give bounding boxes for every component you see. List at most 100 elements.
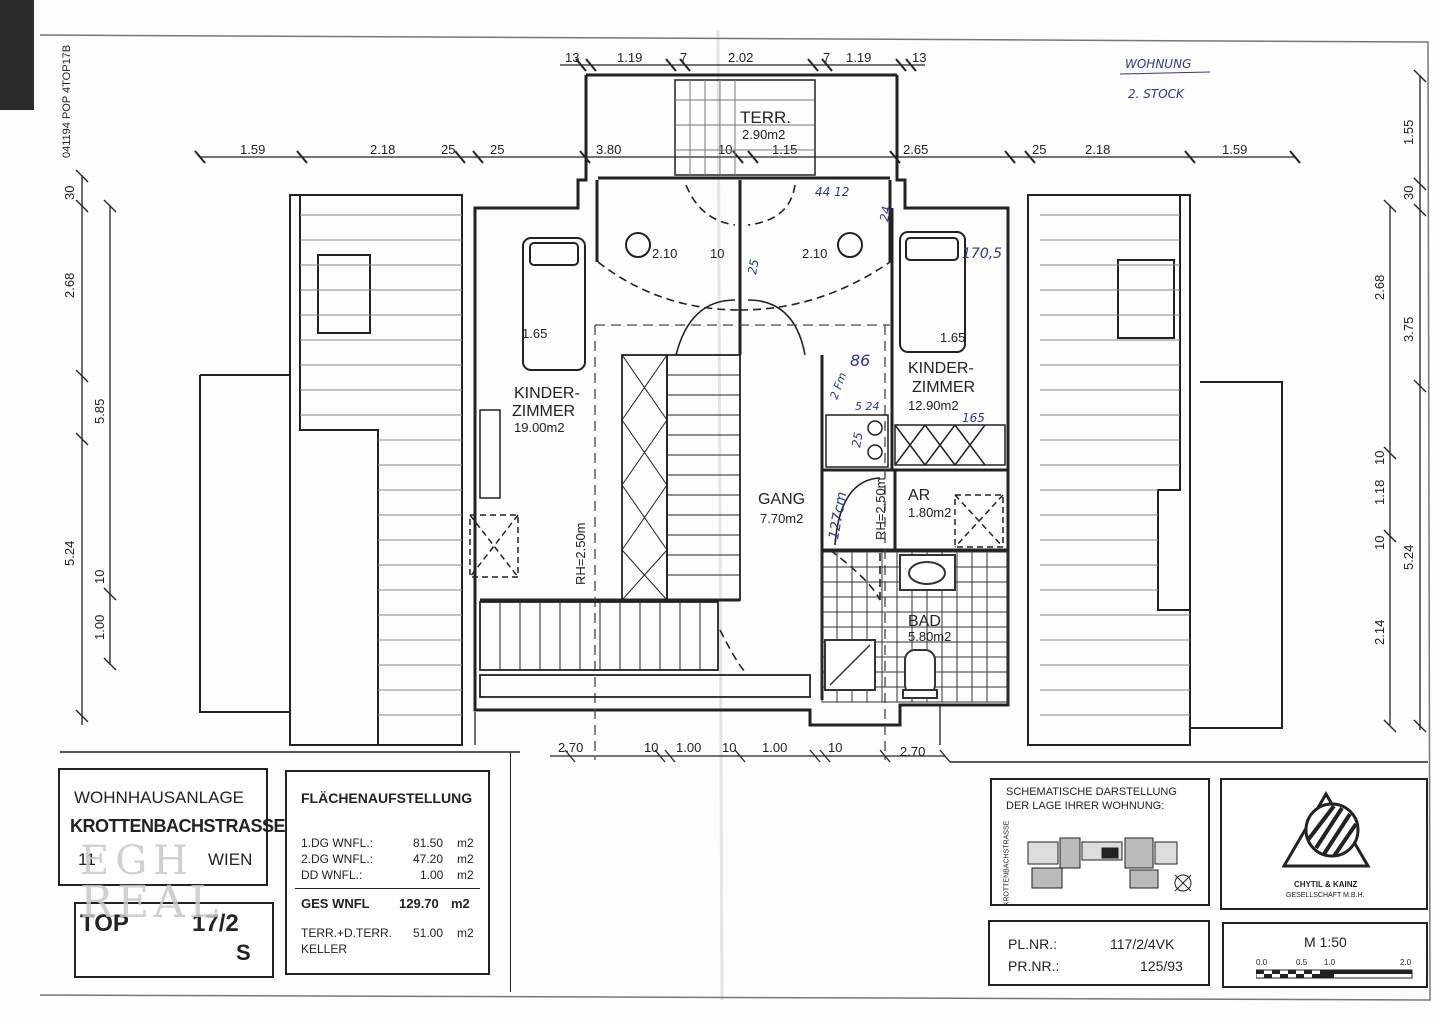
- svg-text:5.24: 5.24: [62, 541, 77, 566]
- svg-text:RH=2.50m: RH=2.50m: [873, 478, 888, 541]
- dim-label: 13: [912, 50, 926, 65]
- room-name-kinderzimmer-1b: ZIMMER: [512, 403, 575, 420]
- title-block: WOHNHAUSANLAGE KROTTENBACHSTRASSE 11 WIE…: [58, 768, 286, 886]
- svg-text:30: 30: [1401, 186, 1416, 200]
- bathroom-tiles: [821, 551, 1009, 703]
- room-name-bad: BAD: [908, 613, 941, 630]
- firm-name: CHYTIL & KAINZ: [1294, 880, 1358, 889]
- area-row-2-unit: m2: [457, 852, 474, 866]
- room-area-kinderzimmer-2: 12.90m2: [908, 398, 959, 413]
- area-table: FLÄCHENAUFSTELLUNG 1.DG WNFL.: 81.50 m2 …: [285, 770, 490, 975]
- title-line-2: KROTTENBACHSTRASSE: [70, 816, 286, 836]
- svg-text:24: 24: [877, 205, 893, 222]
- svg-text:10: 10: [722, 740, 736, 755]
- svg-text:10: 10: [1372, 536, 1387, 550]
- svg-text:10: 10: [92, 570, 107, 584]
- area-row-3-unit: m2: [457, 868, 474, 882]
- svg-text:44 12: 44 12: [815, 185, 849, 199]
- plan-number-box: PL.NR.: 117/2/4VK PR.NR.: 125/93: [988, 920, 1210, 986]
- room-name-ar: AR: [908, 487, 930, 504]
- dim-label: 2.18: [370, 142, 395, 157]
- area-total-unit: m2: [451, 896, 470, 911]
- top-label: TOP: [80, 910, 129, 937]
- firm-logo-box: CHYTIL & KAINZ GESELLSCHAFT M.B.H.: [1220, 778, 1428, 910]
- dim-label: 13: [565, 50, 579, 65]
- room-area-kinderzimmer-1: 19.00m2: [514, 420, 565, 435]
- pr-nr-value: 125/93: [1140, 958, 1183, 974]
- scale-tick-0: 0.0: [1256, 958, 1268, 967]
- svg-text:10: 10: [644, 740, 658, 755]
- room-area-terrace: 2.90m2: [742, 127, 785, 142]
- svg-text:1.00: 1.00: [762, 740, 787, 755]
- svg-text:1.00: 1.00: [676, 740, 701, 755]
- dim-label: 1.59: [240, 142, 265, 157]
- area-extra-1-label: TERR.+D.TERR.: [301, 926, 393, 940]
- scale-tick-3: 2.0: [1400, 958, 1412, 967]
- dim-label: 1.19: [846, 50, 871, 65]
- scale-tick-1: 0.5: [1296, 958, 1308, 967]
- svg-text:WOHNUNG: WOHNUNG: [1125, 57, 1191, 71]
- dim-label: 25: [1032, 142, 1046, 157]
- scale-tick-2: 1.0: [1324, 958, 1336, 967]
- svg-text:3.75: 3.75: [1401, 317, 1416, 342]
- area-extra-2-label: KELLER: [301, 942, 348, 956]
- svg-text:2. STOCK: 2. STOCK: [1128, 87, 1185, 101]
- area-extra-1-unit: m2: [457, 926, 474, 940]
- dashed-guides: [594, 324, 890, 760]
- svg-text:86: 86: [850, 351, 870, 370]
- dimension-labels-interior: 2.10 10 2.10 1.65 1.65 RH=2.50m RH=2.50m: [522, 246, 965, 585]
- dim-label: 1.19: [617, 50, 642, 65]
- pl-nr-value: 117/2/4VK: [1110, 936, 1175, 952]
- area-total-label: GES WNFL: [301, 896, 370, 911]
- svg-text:165: 165: [962, 411, 985, 425]
- dim-label: 7: [680, 50, 687, 65]
- svg-text:2.68: 2.68: [1372, 275, 1387, 300]
- area-row-1-label: 1.DG WNFL.:: [301, 836, 374, 850]
- dimension-labels-right: 1.55 30 2.68 3.75 10 1.18 10 5.24 2.14: [1372, 120, 1416, 645]
- svg-text:1.65: 1.65: [522, 326, 547, 341]
- svg-text:1.00: 1.00: [92, 615, 107, 640]
- dimension-labels-bottom: 2.70 10 1.00 10 1.00 10 2.70: [558, 740, 925, 759]
- document-code: 041194 POP 4TOP17B: [61, 45, 73, 158]
- top-suffix: S: [236, 940, 251, 965]
- area-row-3-value: 1.00: [420, 868, 444, 882]
- title-line-1: WOHNHAUSANLAGE: [74, 788, 245, 807]
- watermark: EGH REAL: [80, 838, 222, 925]
- blank-panel: [510, 752, 951, 992]
- svg-text:10: 10: [828, 740, 842, 755]
- area-row-3-label: DD WNFL.:: [301, 868, 363, 882]
- watermark-line-1: EGH: [80, 838, 195, 884]
- svg-text:RH=2.50m: RH=2.50m: [573, 523, 588, 586]
- schematic-title-2: DER LAGE IHRER WOHNUNG:: [1006, 800, 1165, 812]
- room-area-bad: 5.80m2: [908, 629, 951, 644]
- svg-text:30: 30: [62, 186, 77, 200]
- room-name-gang: GANG: [758, 491, 805, 508]
- svg-text:2.70: 2.70: [900, 744, 925, 759]
- svg-text:1.18: 1.18: [1372, 480, 1387, 505]
- handwritten-annotations: WOHNUNG 2. STOCK 44 12 24 170,5 25 86 2 …: [745, 57, 1211, 541]
- svg-text:5.85: 5.85: [92, 399, 107, 424]
- schematic-street-label: KROTTENBACHSTRASSE: [1003, 820, 1011, 907]
- pr-nr-label: PR.NR.:: [1008, 958, 1060, 974]
- svg-text:2.14: 2.14: [1372, 620, 1387, 645]
- pl-nr-label: PL.NR.:: [1008, 936, 1058, 952]
- dimension-lines-top: [194, 58, 1301, 164]
- svg-text:2.68: 2.68: [62, 273, 77, 298]
- dimension-lines-left: [75, 169, 117, 725]
- dim-label: 7: [823, 50, 830, 65]
- schematic-site-plan: [1027, 837, 1192, 892]
- room-name-kinderzimmer-1: KINDER-: [514, 385, 580, 402]
- room-labels: TERR. 2.90m2 KINDER- ZIMMER 19.00m2 KIND…: [512, 108, 975, 644]
- room-name-kinderzimmer-2b: ZIMMER: [912, 379, 975, 396]
- svg-text:10: 10: [1372, 451, 1387, 465]
- svg-text:5 24: 5 24: [855, 400, 880, 413]
- wardrobes: [469, 409, 1006, 578]
- dim-label: 2.65: [903, 142, 928, 157]
- room-name-kinderzimmer-2: KINDER-: [908, 360, 974, 377]
- top-number-block: TOP 17/2 S: [74, 902, 274, 978]
- svg-text:2.10: 2.10: [652, 246, 677, 261]
- svg-text:2.70: 2.70: [558, 740, 583, 755]
- area-row-1-unit: m2: [457, 836, 474, 850]
- area-total-value: 129.70: [399, 896, 439, 911]
- top-number: 17/2: [192, 910, 239, 937]
